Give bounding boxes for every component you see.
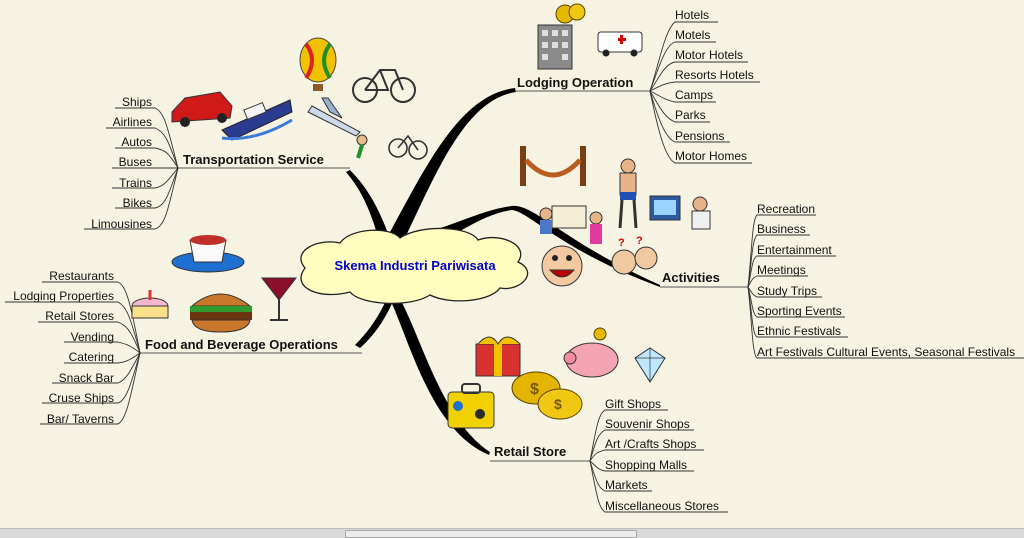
svg-text:$: $	[530, 381, 539, 398]
leaf-transport-0[interactable]: Ships	[122, 95, 152, 109]
gift-box-icon	[475, 336, 521, 377]
red-car-icon	[171, 91, 233, 127]
leaf-activities-2[interactable]: Entertainment	[757, 243, 832, 257]
leaf-food-3[interactable]: Vending	[71, 330, 114, 344]
leaf-food-4[interactable]: Catering	[69, 350, 114, 364]
computer-user-icon	[649, 195, 711, 230]
burger-icon	[190, 293, 252, 333]
leaves-lodging	[649, 21, 760, 164]
leaf-retail-4[interactable]: Markets	[605, 478, 648, 492]
piggy-bank-icon	[563, 327, 619, 378]
leaf-transport-5[interactable]: Bikes	[123, 196, 152, 210]
leaf-food-7[interactable]: Bar/ Taverns	[47, 412, 114, 426]
cocktail-glass-icon	[260, 277, 298, 321]
confused-people-icon: ? ?	[611, 235, 658, 275]
leaf-lodging-1[interactable]: Motels	[675, 28, 710, 42]
leaf-activities-4[interactable]: Study Trips	[757, 284, 817, 298]
leaves-food	[5, 281, 141, 425]
artist-icon	[539, 205, 603, 244]
branch-title-activities[interactable]: Activities	[662, 270, 720, 285]
cake-icon	[131, 290, 169, 319]
leaf-food-6[interactable]: Cruse Ships	[49, 391, 114, 405]
leaf-lodging-5[interactable]: Parks	[675, 108, 706, 122]
leaf-retail-3[interactable]: Shopping Malls	[605, 458, 687, 472]
gold-coins-icon: $ $	[511, 371, 583, 420]
leaf-activities-5[interactable]: Sporting Events	[757, 304, 842, 318]
svg-text:$: $	[554, 396, 562, 412]
leaf-transport-4[interactable]: Trains	[119, 176, 152, 190]
branch-title-transport[interactable]: Transportation Service	[183, 152, 324, 167]
hot-air-balloon-icon	[299, 37, 337, 91]
airplane-icon	[307, 97, 361, 137]
leaf-retail-5[interactable]: Miscellaneous Stores	[605, 499, 719, 513]
leaves-transport	[84, 107, 179, 230]
leaf-activities-7[interactable]: Art Festivals Cultural Events, Seasonal …	[757, 345, 1015, 359]
branch-title-food[interactable]: Food and Beverage Operations	[145, 337, 338, 352]
swimmer-icon	[618, 158, 638, 229]
leaf-lodging-3[interactable]: Resorts Hotels	[675, 68, 754, 82]
leaf-transport-2[interactable]: Autos	[121, 135, 152, 149]
leaf-activities-0[interactable]: Recreation	[757, 202, 815, 216]
suitcase-icon	[447, 383, 495, 429]
leaf-transport-6[interactable]: Limousines	[91, 217, 152, 231]
leaf-lodging-7[interactable]: Motor Homes	[675, 149, 747, 163]
leaf-retail-2[interactable]: Art /Crafts Shops	[605, 437, 696, 451]
svg-text:?: ?	[636, 235, 643, 247]
ambulance-icon	[597, 31, 643, 57]
coins-icon	[555, 3, 586, 24]
leaf-activities-3[interactable]: Meetings	[757, 263, 806, 277]
svg-text:?: ?	[618, 237, 625, 249]
leaf-lodging-0[interactable]: Hotels	[675, 8, 709, 22]
leaf-lodging-2[interactable]: Motor Hotels	[675, 48, 743, 62]
leaves-activities	[747, 214, 1024, 359]
cruise-ship-icon	[221, 99, 293, 141]
central-node[interactable]: Skema Industri Pariwisata	[300, 227, 529, 304]
hammock-icon	[520, 146, 586, 186]
leaf-transport-3[interactable]: Buses	[119, 155, 152, 169]
tea-cup-icon	[171, 235, 245, 273]
diamond-icon	[634, 347, 666, 383]
hotel-building-icon	[537, 24, 573, 70]
smiley-face-icon	[541, 245, 583, 287]
leaf-food-0[interactable]: Restaurants	[49, 269, 114, 283]
leaf-activities-1[interactable]: Business	[757, 222, 806, 236]
leaves-retail	[589, 409, 728, 513]
center-label: Skema Industri Pariwisata	[334, 258, 496, 273]
branch-title-lodging[interactable]: Lodging Operation	[517, 75, 633, 90]
leaf-food-1[interactable]: Lodging Properties	[13, 289, 114, 303]
leaf-retail-1[interactable]: Souvenir Shops	[605, 417, 690, 431]
leaf-food-2[interactable]: Retail Stores	[45, 309, 114, 323]
leaf-activities-6[interactable]: Ethnic Festivals	[757, 324, 841, 338]
bicycle-icon	[352, 69, 416, 103]
leaf-lodging-4[interactable]: Camps	[675, 88, 713, 102]
leaf-food-5[interactable]: Snack Bar	[59, 371, 114, 385]
branch-title-retail[interactable]: Retail Store	[494, 444, 566, 459]
leaf-transport-1[interactable]: Airlines	[113, 115, 152, 129]
leaf-retail-0[interactable]: Gift Shops	[605, 397, 661, 411]
leaf-lodging-6[interactable]: Pensions	[675, 129, 724, 143]
cyclist-icon	[356, 134, 428, 160]
